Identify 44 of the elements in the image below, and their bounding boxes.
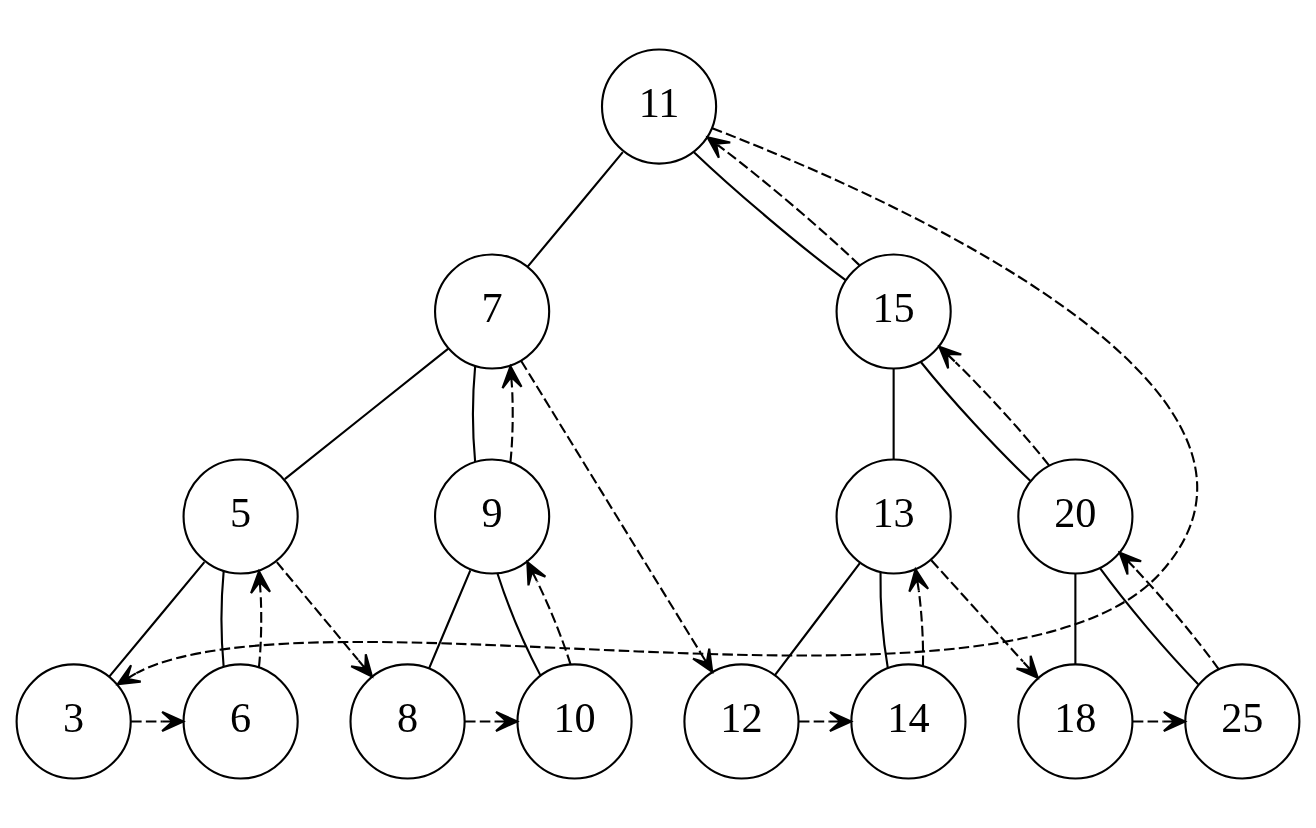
connector (774, 562, 861, 676)
arrow (1132, 710, 1187, 733)
connector (496, 573, 542, 676)
connector (1074, 574, 1077, 665)
arrow (501, 365, 523, 463)
arrow (250, 570, 272, 668)
node-circle: 8 (349, 663, 466, 780)
arrow (908, 568, 930, 666)
arrow (706, 136, 861, 266)
arrow (798, 710, 853, 733)
arrow (131, 710, 185, 733)
connector (892, 369, 895, 460)
arrow (930, 559, 1039, 679)
connector (472, 366, 477, 463)
connector (693, 151, 847, 281)
node-circle: 10 (516, 663, 633, 780)
connector (108, 561, 206, 678)
connector (879, 572, 889, 669)
arrow (276, 561, 374, 678)
connector (428, 569, 472, 669)
node-circle: 7 (434, 253, 551, 370)
node-circle: 15 (835, 253, 952, 370)
node-circle: 9 (434, 458, 551, 575)
connector (284, 347, 449, 480)
node-circle: 6 (182, 663, 299, 780)
arrow (520, 360, 714, 673)
node-circle: 12 (683, 663, 800, 780)
node-circle: 13 (835, 458, 952, 575)
arrow (1118, 551, 1220, 670)
node-circle: 5 (182, 458, 299, 575)
node-circle: 20 (1017, 458, 1134, 575)
node-circle: 25 (1184, 663, 1301, 780)
connector (526, 151, 624, 268)
node-circle: 18 (1017, 663, 1134, 780)
node-circle: 3 (15, 663, 132, 780)
node-circle: 11 (600, 48, 718, 165)
connector (1099, 567, 1199, 685)
arrow (464, 710, 519, 733)
connector (220, 571, 225, 668)
arrow (526, 561, 572, 665)
arrow (116, 127, 1197, 686)
node-circle: 14 (850, 663, 967, 780)
connector (920, 361, 1031, 482)
arrow (938, 345, 1050, 467)
